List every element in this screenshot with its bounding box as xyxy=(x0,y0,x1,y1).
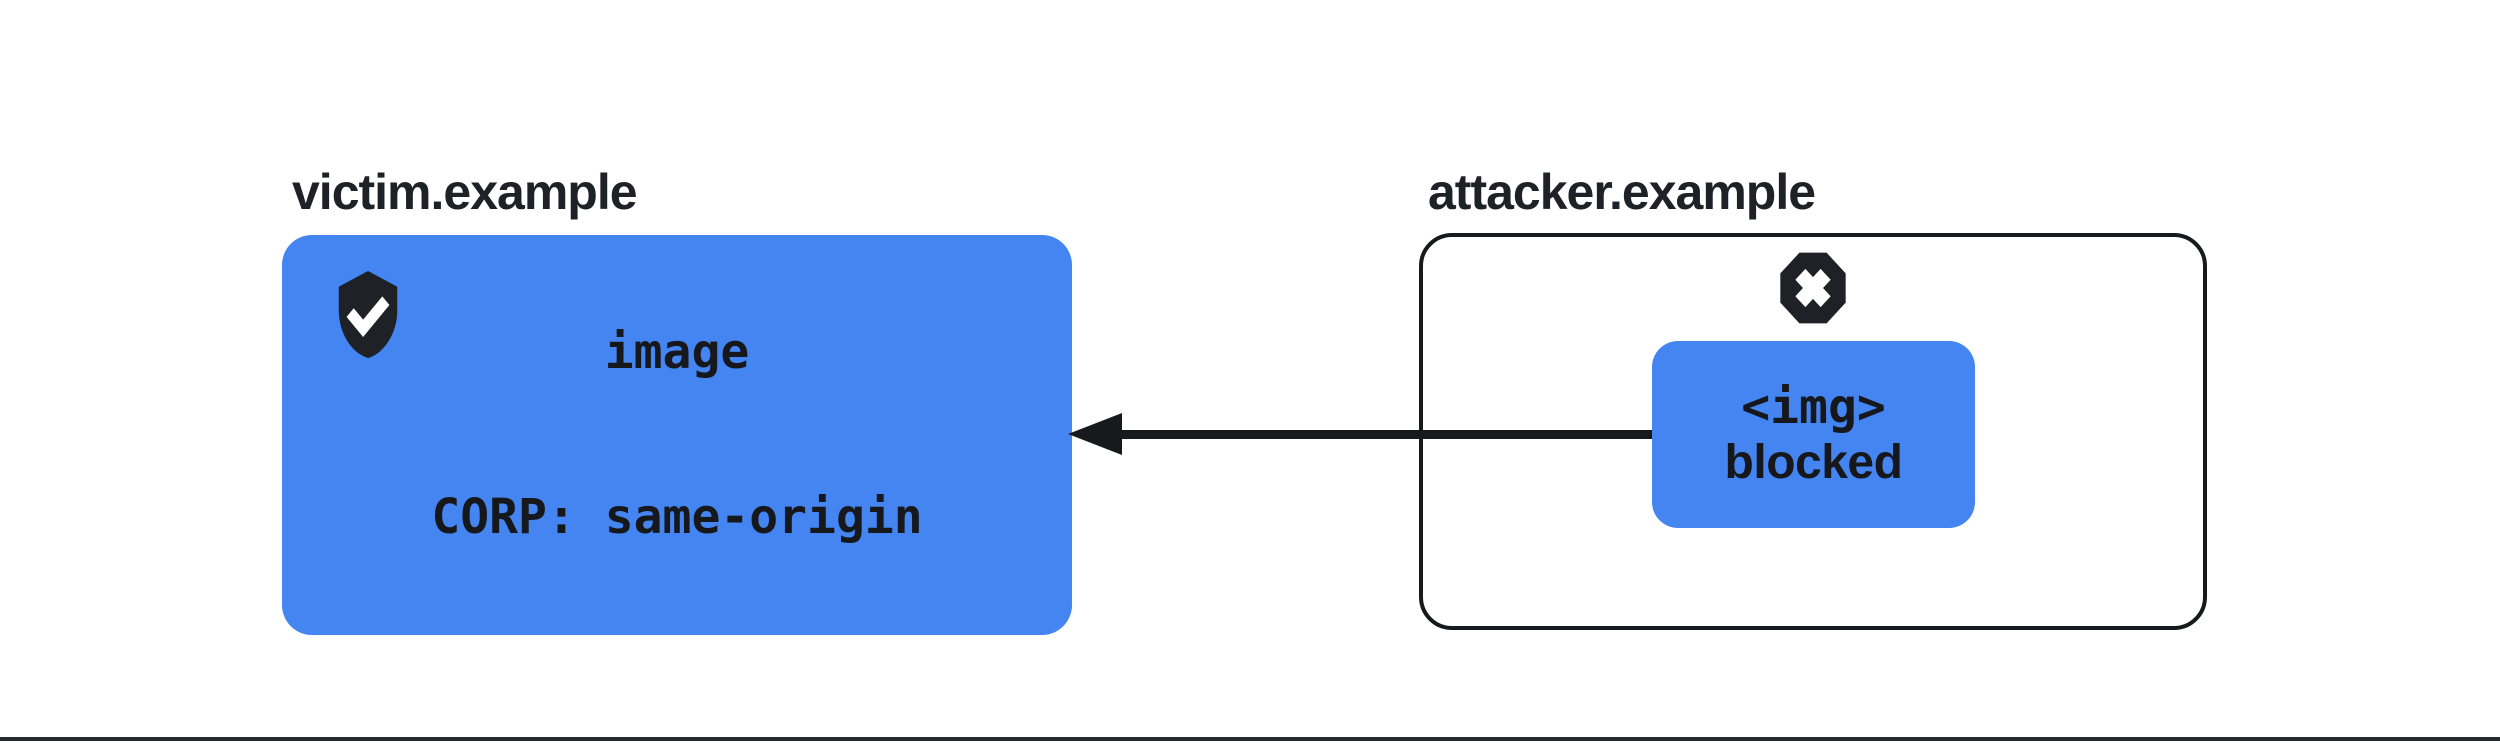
shield-check-icon xyxy=(329,267,407,362)
victim-resource-type: image xyxy=(604,324,750,380)
bottom-border-line xyxy=(0,737,2500,741)
victim-resource-box: image CORP: same-origin xyxy=(282,235,1072,635)
request-arrow-head xyxy=(1068,413,1122,455)
victim-box-text: image CORP: same-origin xyxy=(431,215,922,655)
blocked-text: blocked xyxy=(1724,435,1903,489)
victim-domain-label: victim.example xyxy=(292,164,638,220)
blocked-cross-octagon-icon xyxy=(1776,248,1850,328)
request-arrow-shaft xyxy=(1115,430,1660,439)
blocked-img-box: <img> blocked xyxy=(1652,341,1975,528)
attacker-domain-label: attacker.example xyxy=(1428,164,1816,220)
victim-corp-header: CORP: same-origin xyxy=(431,489,923,545)
img-tag-text: <img> xyxy=(1741,378,1886,435)
